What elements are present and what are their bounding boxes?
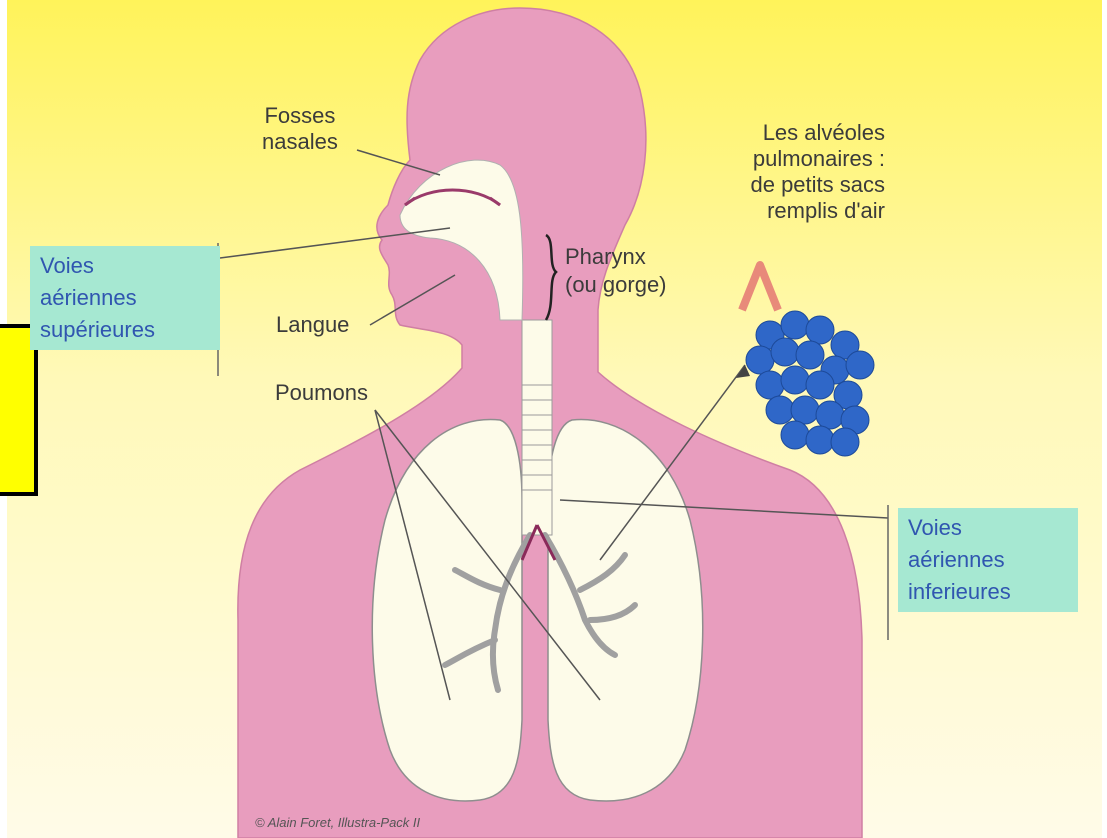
trachea [522,320,552,535]
highlight-box [0,326,36,494]
label-fosses-nasales: Fosses nasales [262,103,338,155]
label-alveoles: Les alvéoles pulmonaires : de petits sac… [710,120,885,224]
label-langue: Langue [276,312,349,338]
label-pharynx: Pharynx (ou gorge) [565,243,667,299]
box-voies-superieures: Voies aériennes supérieures [30,246,220,350]
label-poumons: Poumons [275,380,368,406]
box-voies-inferieures: Voies aériennes inferieures [898,508,1078,612]
credit-text: © Alain Foret, Illustra-Pack II [255,815,420,830]
